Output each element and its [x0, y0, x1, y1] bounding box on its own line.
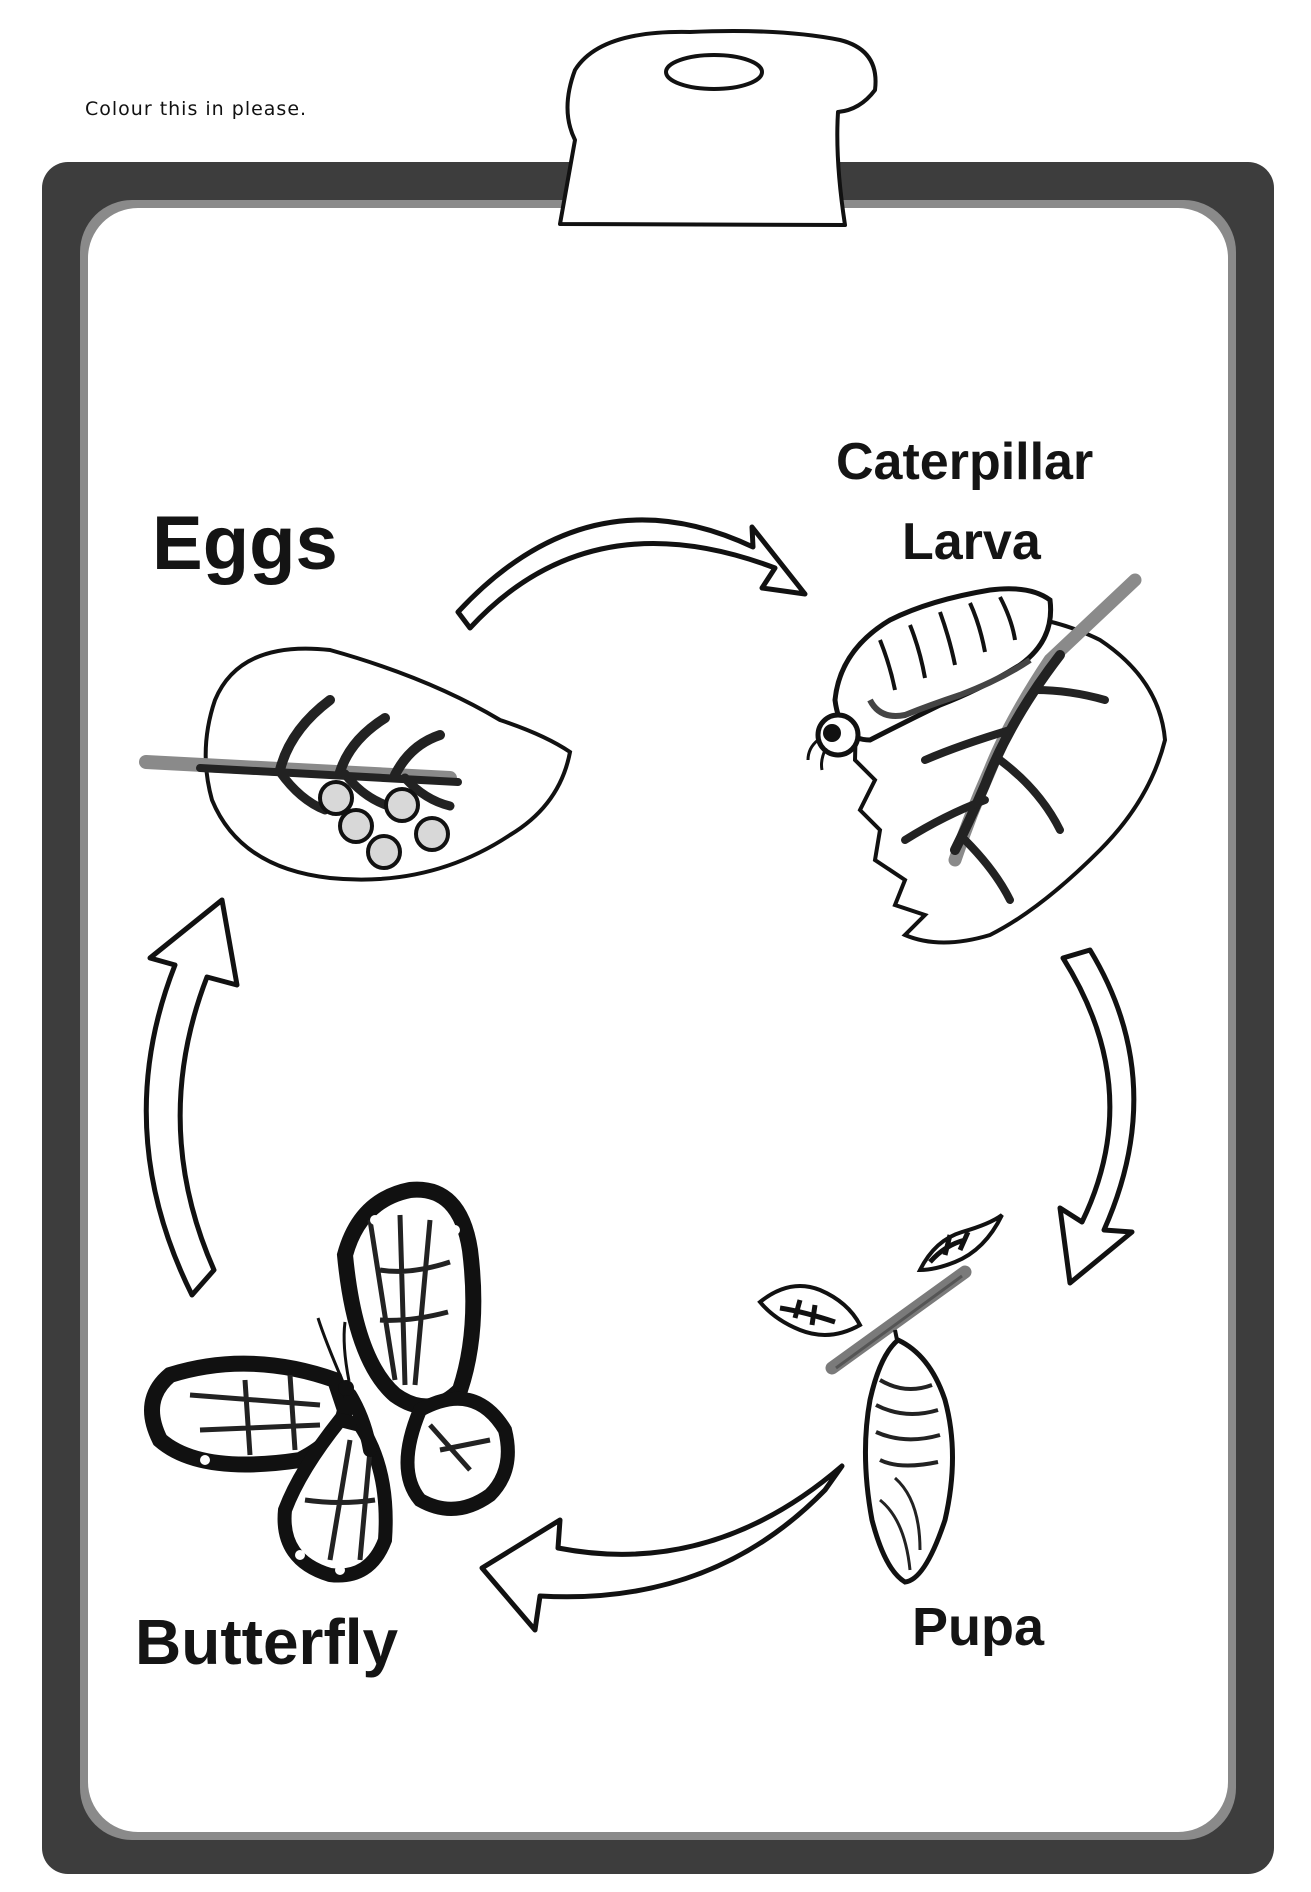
instruction-text: Colour this in please. [85, 98, 307, 120]
label-pupa: Pupa [912, 1596, 1044, 1658]
label-eggs: Eggs [152, 500, 338, 587]
clipboard-clip [560, 31, 876, 225]
label-larva: Larva [902, 512, 1041, 572]
label-caterpillar: Caterpillar [836, 432, 1093, 492]
label-butterfly: Butterfly [135, 1605, 398, 1679]
